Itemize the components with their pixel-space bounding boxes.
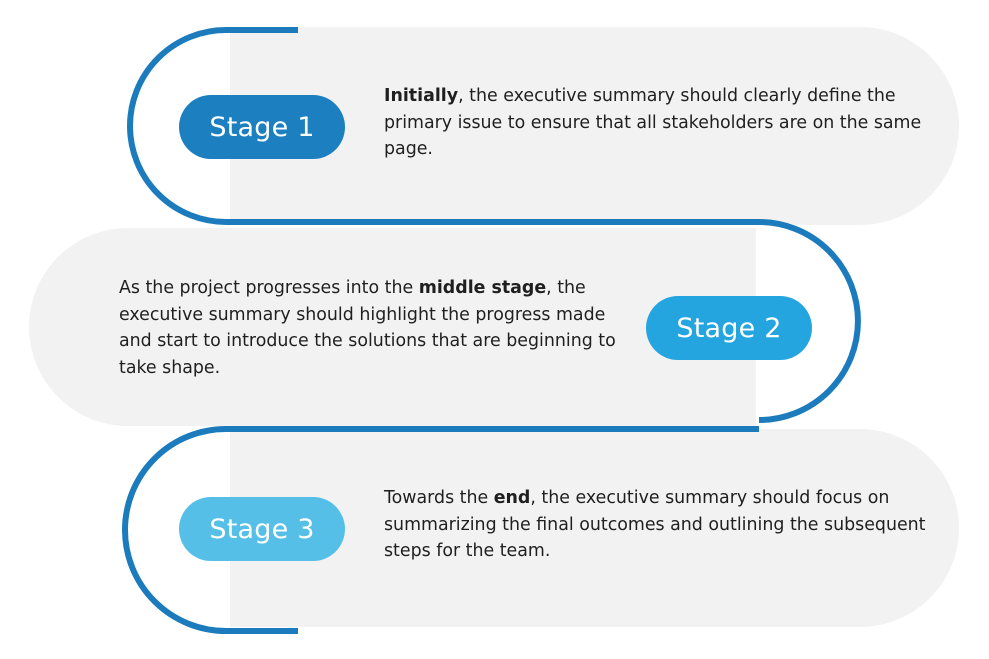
stage-3-panel <box>230 429 959 627</box>
stage-2-label: Stage 2 <box>676 312 782 344</box>
stage-1-outline <box>127 27 861 423</box>
stage-2-body-text: , the executive summary should highlight… <box>119 278 616 378</box>
stage-3-lead-text: Towards the <box>384 488 494 508</box>
stage-2-panel <box>29 228 756 426</box>
stage-3-badge: Stage 3 <box>179 497 345 561</box>
stage-3-bold-text: end <box>493 488 531 508</box>
stage-1-description: Initially, the executive summary should … <box>384 83 944 163</box>
stage-2-description: As the project progresses into the middl… <box>119 275 629 381</box>
stage-3-description: Towards the end, the executive summary s… <box>384 485 944 565</box>
stage-3-label: Stage 3 <box>209 513 315 545</box>
stage-1-panel <box>230 27 959 225</box>
stage-1-bold-text: Initially <box>384 86 459 106</box>
stage-2-bold-text: middle stage <box>418 278 547 298</box>
stage-2-badge: Stage 2 <box>646 296 812 360</box>
stage-1-badge: Stage 1 <box>179 95 345 159</box>
stage-3-outline <box>122 426 759 634</box>
stage-1-body-text: , the executive summary should clearly d… <box>384 86 922 159</box>
stage-3-body-text: , the executive summary should focus on … <box>384 488 926 561</box>
stage-2-lead-text: As the project progresses into the <box>119 278 419 298</box>
stage-1-label: Stage 1 <box>209 111 315 143</box>
